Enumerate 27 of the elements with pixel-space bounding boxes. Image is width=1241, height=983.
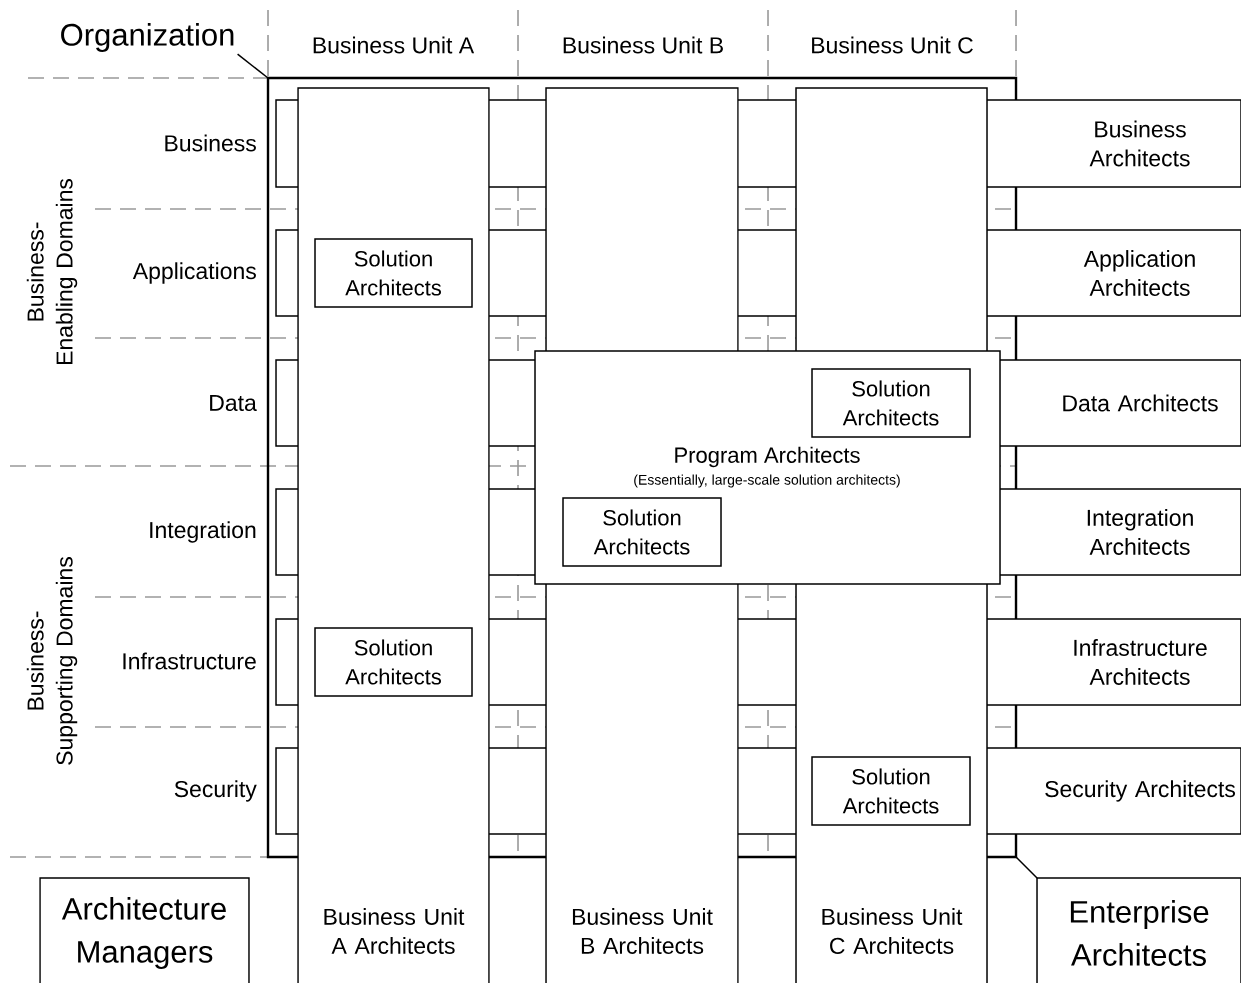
enterprise-box: Enterprise Architects (1036, 877, 1241, 983)
solution-box: Solution Architects (314, 238, 473, 308)
row-label: Business (165, 134, 256, 152)
row-label: Infrastructure (123, 652, 256, 670)
row-label: Security (174, 780, 257, 802)
node-label: Integration Architects (1087, 509, 1193, 555)
solution-box: Solution Architects (314, 627, 473, 697)
solution-box: Solution Architects (811, 756, 971, 826)
solution-box: Solution Architects (811, 368, 971, 438)
node-label: Infrastructure Architects (1074, 639, 1207, 685)
column-header: Business Unit C (812, 36, 973, 54)
column-header: Business Unit A (313, 36, 475, 54)
solution-box: Solution Architects (562, 497, 722, 567)
node-label: Application Architects (1083, 250, 1195, 296)
domain-group-label: Business-Enabling Domains (26, 178, 78, 365)
manager-box: Architecture Managers (39, 877, 250, 983)
organization-label: Organization (61, 23, 234, 52)
leader-line (1015, 856, 1038, 879)
node-label: Data Architects (1063, 394, 1218, 412)
row-label: Applications (132, 262, 256, 284)
row-label: Data (210, 395, 257, 412)
domain-group-label: Business-Supporting Domains (26, 557, 78, 765)
leader-line (236, 53, 269, 79)
row-label: Integration (150, 521, 256, 543)
column-header: Business Unit B (563, 36, 723, 54)
node-label: Business Architects (1089, 120, 1190, 167)
node-label: Security Architects (1045, 780, 1236, 802)
